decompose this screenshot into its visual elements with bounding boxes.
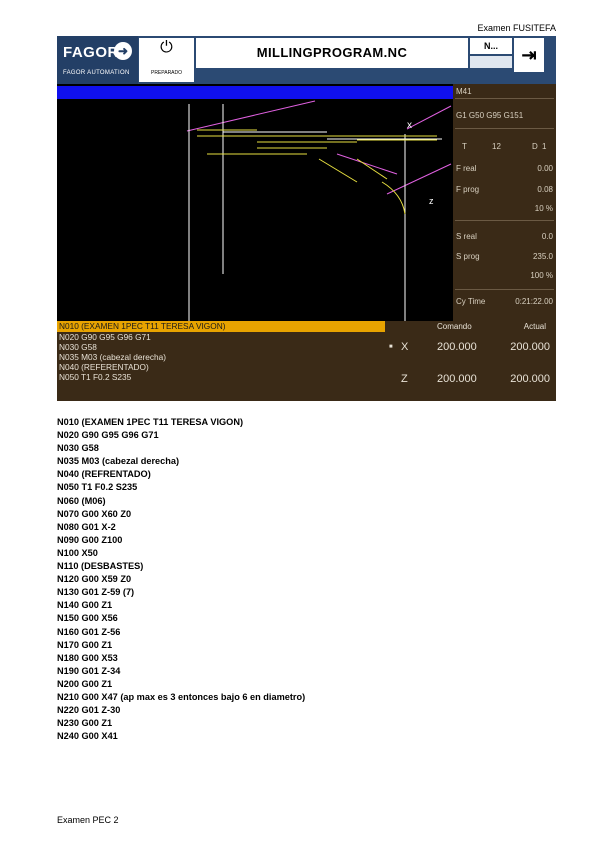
f-real-value: 0.00 bbox=[537, 164, 553, 173]
code-line: N180 G00 X53 bbox=[57, 652, 118, 663]
f-percent: 10 % bbox=[534, 204, 553, 213]
svg-text:z: z bbox=[429, 196, 434, 206]
code-line: N130 G01 Z-59 (7) bbox=[57, 587, 135, 598]
divider bbox=[455, 98, 554, 99]
graphics-viewport: x z bbox=[57, 84, 453, 321]
code-line: N190 G01 Z-34 bbox=[57, 665, 121, 676]
code-line: N080 G01 X-2 bbox=[57, 521, 116, 532]
g-codes: G1 G50 G95 G151 bbox=[456, 111, 524, 120]
status-label: PREPARADO bbox=[150, 70, 183, 76]
program-line: N020 G90 G95 G96 G71 bbox=[59, 332, 151, 342]
code-line: N160 G01 Z-56 bbox=[57, 626, 121, 637]
z-comando-value: 200.000 bbox=[437, 373, 477, 385]
brand-subtitle: FAGOR AUTOMATION bbox=[63, 70, 130, 76]
block-number-subfield bbox=[470, 56, 512, 68]
code-line: N040 (REFRENTADO) bbox=[57, 469, 151, 480]
axis-marker-icon: ■ bbox=[389, 344, 393, 350]
s-percent: 100 % bbox=[530, 271, 553, 280]
current-block-highlight[interactable]: N010 (EXAMEN 1PEC T11 TERESA VIGON) bbox=[57, 321, 385, 332]
d-value: 1 bbox=[542, 142, 547, 151]
exam-header-label: Examen FUSITEFA bbox=[477, 23, 556, 33]
cnc-top-bar: FAGOR ➜ FAGOR AUTOMATION ⏻ PREPARADO MIL… bbox=[57, 36, 556, 84]
program-line: N030 G58 bbox=[59, 342, 97, 352]
code-line: N070 G00 X60 Z0 bbox=[57, 508, 132, 519]
code-line: N150 G00 X56 bbox=[57, 613, 118, 624]
program-line: N035 M03 (cabezal derecha) bbox=[59, 352, 166, 362]
coordinates-panel: Comando Actual ■ X 200.000 200.000 Z 200… bbox=[385, 321, 556, 401]
z-actual-value: 200.000 bbox=[510, 373, 550, 385]
code-line: N035 M03 (cabezal derecha) bbox=[57, 456, 180, 467]
code-line: N120 G00 X59 Z0 bbox=[57, 574, 132, 585]
code-line: N230 G00 Z1 bbox=[57, 718, 113, 729]
code-line: N170 G00 Z1 bbox=[57, 639, 113, 650]
cnc-screen: FAGOR ➜ FAGOR AUTOMATION ⏻ PREPARADO MIL… bbox=[57, 36, 556, 401]
cnc-bottom-panel: N010 (EXAMEN 1PEC T11 TERESA VIGON) N020… bbox=[57, 321, 556, 401]
fagor-arrow-icon: ➜ bbox=[114, 42, 132, 60]
x-actual-value: 200.000 bbox=[510, 341, 550, 353]
fagor-logo: FAGOR ➜ FAGOR AUTOMATION bbox=[57, 36, 138, 84]
svg-text:x: x bbox=[407, 120, 412, 131]
code-line: N010 (EXAMEN 1PEC T11 TERESA VIGON) bbox=[57, 417, 244, 427]
toolpath-graphic: x z bbox=[186, 100, 452, 321]
power-icon: ⏻ bbox=[160, 39, 173, 56]
code-line: N100 X50 bbox=[57, 547, 98, 558]
code-line: N020 G90 G95 G96 G71 bbox=[57, 430, 159, 441]
current-block-text: N010 (EXAMEN 1PEC T11 TERESA VIGON) bbox=[59, 321, 226, 331]
f-real-row: F real 0.00 bbox=[456, 164, 553, 173]
code-line: N200 G00 Z1 bbox=[57, 678, 113, 689]
cycle-time-row: Cy Time 0:21:22.00 bbox=[456, 297, 553, 306]
exit-button[interactable]: ⇥ bbox=[514, 38, 544, 72]
x-comando-value: 200.000 bbox=[437, 341, 477, 353]
f-prog-value: 0.08 bbox=[537, 185, 553, 194]
f-prog-row: F prog 0.08 bbox=[456, 185, 553, 194]
viewport-blue-bar bbox=[57, 86, 453, 99]
tool-label: T bbox=[462, 142, 467, 151]
brand-name: FAGOR bbox=[63, 44, 119, 61]
code-line: N060 (M06) bbox=[57, 495, 106, 506]
f-real-label: F real bbox=[456, 164, 477, 173]
program-title: MILLINGPROGRAM.NC bbox=[196, 38, 468, 68]
f-prog-label: F prog bbox=[456, 185, 480, 194]
cycle-time-value: 0:21:22.00 bbox=[515, 297, 553, 306]
comando-header: Comando bbox=[437, 322, 472, 331]
divider bbox=[455, 128, 554, 129]
exit-icon: ⇥ bbox=[521, 45, 537, 65]
z-axis-label: Z bbox=[401, 373, 408, 385]
s-real-row: S real 0.0 bbox=[456, 232, 553, 241]
s-prog-label: S prog bbox=[456, 252, 480, 261]
cycle-time-label: Cy Time bbox=[456, 297, 486, 306]
actual-header: Actual bbox=[523, 322, 546, 331]
s-real-label: S real bbox=[456, 232, 477, 241]
status-side-panel: M41 G1 G50 G95 G151 T 12 D 1 F real 0.00… bbox=[453, 84, 556, 321]
code-line: N050 T1 F0.2 S235 bbox=[57, 482, 138, 493]
x-axis-label: X bbox=[401, 341, 409, 353]
code-line: N110 (DESBASTES) bbox=[57, 561, 144, 572]
code-line: N140 G00 Z1 bbox=[57, 600, 113, 611]
program-line: N050 T1 F0.2 S235 bbox=[59, 372, 132, 382]
block-number-field[interactable]: N... bbox=[470, 38, 512, 54]
code-line: N090 G00 Z100 bbox=[57, 534, 123, 545]
s-real-value: 0.0 bbox=[541, 232, 553, 241]
d-label: D bbox=[532, 142, 538, 151]
program-line: N040 (REFERENTADO) bbox=[59, 362, 149, 372]
code-line: N030 G58 bbox=[57, 443, 99, 454]
code-line: N220 G01 Z-30 bbox=[57, 705, 121, 716]
divider bbox=[455, 220, 554, 221]
program-listing[interactable]: N010 (EXAMEN 1PEC T11 TERESA VIGON) N020… bbox=[57, 321, 385, 401]
divider bbox=[455, 289, 554, 290]
power-status-button[interactable]: ⏻ PREPARADO bbox=[139, 38, 194, 82]
page-footer: Examen PEC 2 bbox=[57, 815, 119, 825]
s-prog-row: S prog 235.0 bbox=[456, 252, 553, 261]
tool-value: 12 bbox=[492, 142, 501, 151]
code-line: N210 G00 X47 (ap max es 3 entonces bajo … bbox=[57, 691, 306, 702]
code-line: N240 G00 X41 bbox=[57, 731, 118, 742]
m-code: M41 bbox=[456, 87, 472, 96]
program-code-listing: N010 (EXAMEN 1PEC T11 TERESA VIGON) N020… bbox=[57, 416, 305, 743]
s-prog-value: 235.0 bbox=[532, 252, 553, 261]
